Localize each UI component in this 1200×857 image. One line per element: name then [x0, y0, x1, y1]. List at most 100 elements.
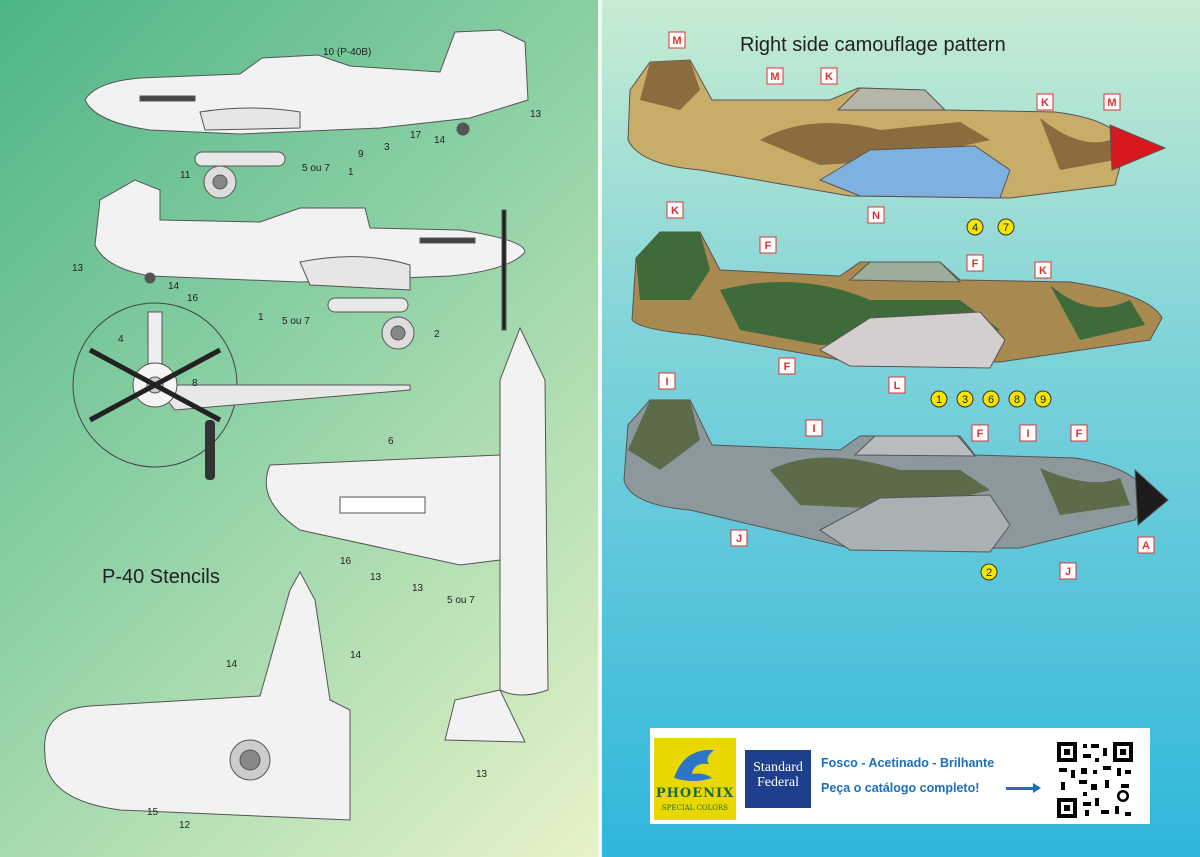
- tag-m: M: [668, 31, 686, 49]
- tag-k: K: [1034, 261, 1052, 279]
- callout-17: 17: [410, 130, 422, 141]
- svg-text:M: M: [770, 71, 779, 83]
- callout-16: 16: [187, 293, 199, 304]
- tag-i: I: [658, 372, 676, 390]
- svg-text:F: F: [977, 428, 984, 440]
- svg-text:K: K: [1039, 265, 1047, 277]
- svg-text:M: M: [1107, 97, 1116, 109]
- callout-13: 13: [370, 572, 382, 583]
- callout-5-ou-7: 5 ou 7: [302, 163, 330, 174]
- stencil-bottom-view: [44, 570, 351, 821]
- standard-federal-logo: Standard Federal: [745, 750, 811, 808]
- tag-a: A: [1137, 536, 1155, 554]
- svg-text:K: K: [825, 71, 833, 83]
- svg-text:7: 7: [1003, 222, 1009, 234]
- catalog-text: Peça o catálogo completo!: [821, 781, 980, 795]
- tag-k: K: [1036, 93, 1054, 111]
- svg-text:F: F: [765, 240, 772, 252]
- callout-12: 12: [179, 820, 191, 831]
- tag-m: M: [766, 67, 784, 85]
- stencil-drawings: 10 (P-40B) 17 3 14 13 9 1 5 ou 7 11 13 1…: [44, 29, 549, 831]
- camo-aircraft-green: [631, 231, 1163, 369]
- svg-text:9: 9: [1040, 394, 1046, 406]
- paint-number-6: 6: [982, 390, 1000, 408]
- callout-14: 14: [168, 281, 180, 292]
- svg-text:3: 3: [962, 394, 968, 406]
- svg-text:M: M: [672, 35, 681, 47]
- brand-banner: PHOENIX SPECIAL COLORS Standard Federal …: [650, 728, 1150, 824]
- stencil-front-view: [72, 302, 411, 480]
- svg-text:L: L: [894, 380, 901, 392]
- partner-line-1: Standard: [753, 760, 803, 775]
- finishes-text: Fosco - Acetinado - Brilhante: [821, 756, 995, 770]
- panel-divider: [598, 0, 602, 857]
- tag-k: K: [666, 201, 684, 219]
- camo-aircraft-desert: [627, 59, 1167, 199]
- svg-text:I: I: [812, 423, 815, 435]
- tag-i: I: [805, 419, 823, 437]
- callout-9: 9: [358, 149, 364, 160]
- stencil-callouts: 10 (P-40B) 17 3 14 13 9 1 5 ou 7 11 13 1…: [72, 47, 542, 831]
- tag-i: I: [1019, 424, 1037, 442]
- tag-j: J: [1059, 562, 1077, 580]
- paint-number-9: 9: [1034, 390, 1052, 408]
- svg-text:J: J: [736, 533, 742, 545]
- tag-n: N: [867, 206, 885, 224]
- svg-text:I: I: [665, 376, 668, 388]
- camo-aircraft-grey: [623, 399, 1169, 553]
- callout-5-ou-7: 5 ou 7: [282, 316, 310, 327]
- stencils-title: P-40 Stencils: [102, 566, 220, 588]
- paint-number-4: 4: [966, 218, 984, 236]
- qr-code-icon[interactable]: [1055, 740, 1135, 820]
- callout-14: 14: [434, 135, 446, 146]
- callout-13: 13: [412, 583, 424, 594]
- callout-1: 1: [348, 167, 354, 178]
- callout-14: 14: [350, 650, 362, 661]
- svg-text:J: J: [1065, 566, 1071, 578]
- paint-number-2: 2: [980, 563, 998, 581]
- svg-text:2: 2: [986, 567, 992, 579]
- partner-line-2: Federal: [757, 775, 799, 790]
- svg-text:A: A: [1142, 540, 1150, 552]
- callout-13: 13: [476, 769, 488, 780]
- phoenix-bird-icon: [674, 749, 714, 781]
- camouflage-title: Right side camouflage pattern: [740, 34, 1006, 56]
- callout-14: 14: [226, 659, 238, 670]
- tag-l: L: [888, 376, 906, 394]
- callout-2: 2: [434, 329, 440, 340]
- tag-k: K: [820, 67, 838, 85]
- svg-text:I: I: [1026, 428, 1029, 440]
- callout-3: 3: [384, 142, 390, 153]
- callout-13: 13: [530, 109, 542, 120]
- paint-number-8: 8: [1008, 390, 1026, 408]
- svg-text:4: 4: [972, 222, 978, 234]
- callout-8: 8: [192, 378, 198, 389]
- callout-16: 16: [340, 556, 352, 567]
- svg-text:F: F: [1076, 428, 1083, 440]
- tag-f: F: [971, 424, 989, 442]
- paint-number-1: 1: [930, 390, 948, 408]
- brand-name: PHOENIX: [655, 786, 735, 801]
- paint-number-7: 7: [997, 218, 1015, 236]
- tag-f: F: [759, 236, 777, 254]
- callout-5-ou-7: 5 ou 7: [447, 595, 475, 606]
- callout-15: 15: [147, 807, 159, 818]
- svg-text:F: F: [972, 258, 979, 270]
- svg-text:K: K: [671, 205, 679, 217]
- svg-text:N: N: [872, 210, 880, 222]
- brand-subtitle: SPECIAL COLORS: [661, 804, 729, 812]
- svg-text:F: F: [784, 361, 791, 373]
- svg-text:K: K: [1041, 97, 1049, 109]
- callout-4: 4: [118, 334, 124, 345]
- phoenix-logo: PHOENIX SPECIAL COLORS: [654, 738, 736, 820]
- svg-text:8: 8: [1014, 394, 1020, 406]
- paint-number-3: 3: [956, 390, 974, 408]
- callout-10: 10 (P-40B): [323, 47, 371, 58]
- callout-6: 6: [388, 436, 394, 447]
- tag-j: J: [730, 529, 748, 547]
- tag-f: F: [966, 254, 984, 272]
- stencil-top-view: [265, 326, 549, 743]
- tag-m: M: [1103, 93, 1121, 111]
- callout-1: 1: [258, 312, 264, 323]
